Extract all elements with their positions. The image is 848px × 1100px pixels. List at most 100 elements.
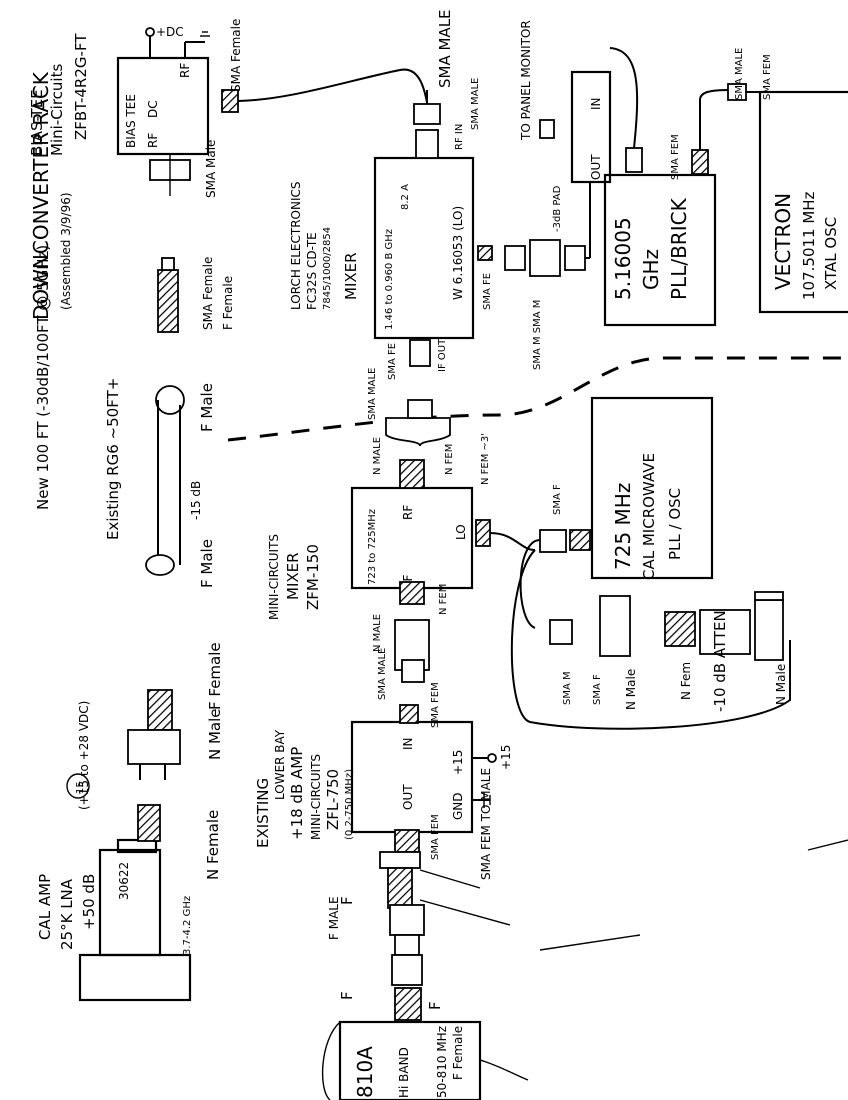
bias-tee-dc-term: +DC xyxy=(156,25,184,39)
cal-osc: 725 MHz CAL MICROWAVE PLL / OSC SMA F xyxy=(510,396,791,730)
bottom-f-male: F MALE xyxy=(327,896,341,940)
zfl-in: IN xyxy=(401,737,415,750)
adapter-note-text: SMA FEM TO MALE xyxy=(479,768,493,880)
zfm-mixer: MINI-CIRCUITS MIXER ZFM-150 723 to 725MH… xyxy=(267,368,536,620)
zfl-out: OUT xyxy=(401,784,415,810)
zfl-sma-fem2: SMA FEM xyxy=(430,814,441,860)
receiver-f-female: F Female xyxy=(451,1026,465,1080)
zfl-existing: EXISTING xyxy=(254,778,272,848)
lorch-maker: LORCH ELECTRONICS xyxy=(289,181,303,310)
header: DOWNCONVERTER RACK (Assembled 3/9/96) xyxy=(29,71,73,320)
zfm-n-fem2: N FEM xyxy=(438,584,449,615)
pll-brick-freq: 5.16005 xyxy=(611,217,635,300)
zfl-gnd: GND xyxy=(451,792,465,820)
bias-tee-port-rf: RF xyxy=(146,133,160,148)
zfl-model: ZFL-750 xyxy=(324,769,342,830)
adapter-note: SMA FEM TO MALE xyxy=(379,768,641,951)
pll-brick-box xyxy=(603,173,717,327)
bias-tee: BIAS TEE RF DC RF +DC SMA Female SMA Mal… xyxy=(28,19,429,198)
zfl-range: (0.2-750 MHz) xyxy=(344,769,355,840)
cal-osc-sma-f: SMA F xyxy=(552,484,563,515)
lna-type: 25°K LNA xyxy=(58,878,76,950)
f-female-sma-label: SMA Female xyxy=(201,257,215,330)
vectron-box xyxy=(758,90,848,314)
vectron-name: VECTRON xyxy=(771,193,795,290)
bias-tee-port-rf2: RF xyxy=(178,63,192,78)
zfm-n-fem: N FEM xyxy=(444,444,455,475)
n-adapter xyxy=(599,595,631,657)
f-female-connector: SMA Female F Female xyxy=(157,257,235,333)
cable-existing: Existing RG6 ~50FT+ xyxy=(104,378,122,540)
dc-terminal xyxy=(145,27,155,37)
bias-tee-box-label: BIAS TEE xyxy=(124,94,138,148)
lna-body xyxy=(98,848,162,957)
lorch-type: MIXER xyxy=(342,252,360,300)
zfl-gain: +18 dB AMP xyxy=(288,747,306,840)
panel-note: TO PANEL MONITOR xyxy=(519,20,533,141)
f-female-body xyxy=(157,269,179,333)
sma-conn xyxy=(221,89,239,113)
zfm-if-port: IF xyxy=(401,574,415,585)
zfm-lo-port: LO xyxy=(454,524,468,540)
vectron-type: XTAL OSC xyxy=(822,217,840,290)
n-male-label: N Male xyxy=(206,708,224,760)
lorch-rf-range: 8.2 A xyxy=(400,184,411,210)
zfl-sma-fem: SMA FEM xyxy=(430,682,441,728)
zfl-supply: +15 xyxy=(499,745,513,770)
if-out-conn xyxy=(409,339,431,367)
zfm-type: MIXER xyxy=(284,552,302,600)
bias-tee-port-dc: DC xyxy=(146,100,160,118)
cable-loss: -15 dB xyxy=(189,481,203,520)
atten-sma-m: SMA M xyxy=(562,671,573,705)
bias-tee-sma-male: SMA Male xyxy=(204,140,218,198)
zfm-n-fem3: N FEM ~3' xyxy=(480,433,491,485)
bias-tee-model: ZFBT-4R2G-FT xyxy=(72,33,90,140)
cal-osc-name: CAL MICROWAVE xyxy=(640,453,658,580)
f-female-label-mid: F Female xyxy=(206,642,224,710)
header-title: DOWNCONVERTER RACK xyxy=(29,71,53,320)
pll-in: IN xyxy=(589,97,603,110)
lorch-if-out: IF OUT xyxy=(437,338,448,372)
zfm-maker: MINI-CIRCUITS xyxy=(267,534,281,620)
bias-tee-maker: Mini-Circuits xyxy=(48,64,66,156)
receiver-model: 810A xyxy=(353,1046,377,1098)
bias-tee-sma-female: SMA Female xyxy=(229,19,243,92)
atten-body xyxy=(699,609,751,655)
zfm-n-male: N MALE xyxy=(372,437,383,475)
lorch-mixer: LORCH ELECTRONICS FC32S CD-TE 7845/1000/… xyxy=(289,9,493,380)
header-date: (Assembled 3/9/96) xyxy=(59,192,73,310)
lorch-part: 7845/1000/2854 xyxy=(322,227,333,310)
lna-range: 3.7-4.2 GHz xyxy=(182,896,193,955)
f-female-label: F Female xyxy=(221,276,235,330)
cal-osc-freq: 725 MHz xyxy=(611,483,635,570)
lna-name: CAL AMP xyxy=(36,874,54,940)
bottom-f2: F xyxy=(338,991,356,1000)
pad-conn: SMA M SMA M xyxy=(532,300,543,370)
atten-label: -10 dB ATTEN xyxy=(711,610,729,712)
cable-run: New 100 FT (-30dB/100FT @ 5GHz) Existing… xyxy=(34,245,216,588)
mid-sma-male: SMA MALE xyxy=(377,648,388,700)
pll-brick: 5.16005 GHz PLL/BRICK IN OUT TO PANEL MO… xyxy=(519,20,717,327)
lna-gain: +50 dB xyxy=(80,874,98,930)
pad-label: -3dB PAD xyxy=(552,185,563,232)
vectron-sma-male: SMA MALE xyxy=(734,48,745,100)
n-adapter-mid: N MALE SMA MALE xyxy=(372,614,430,700)
rack-boundary xyxy=(227,356,848,442)
lna-model: 30622 xyxy=(117,862,131,900)
zfm-rf-port: RF xyxy=(401,505,415,520)
pll-brick-units: GHz xyxy=(639,249,663,290)
vectron-sma-fem2: SMA FEM xyxy=(670,134,681,180)
zfl-plus15: +15 xyxy=(451,750,465,775)
cal-osc-box xyxy=(590,396,714,580)
lorch-lo-port: W 6.16053 (LO) xyxy=(451,206,465,300)
zfl-amp: SMA FEM IN OUT +15 GND +15 EXISTING LOWE… xyxy=(254,682,513,860)
receiver-box xyxy=(338,1020,482,1100)
lorch-if-range: 1.46 to 0.960 B GHz xyxy=(384,229,395,330)
lorch-sma-male-top: SMA MALE xyxy=(436,9,454,88)
bottom-f: F xyxy=(338,896,356,905)
cable-note: New 100 FT (-30dB/100FT @ 5GHz) xyxy=(34,245,52,510)
cable-f-male-bottom: F Male xyxy=(198,539,216,588)
zfm-if-range: 723 to 725MHz xyxy=(367,509,378,585)
atten-n-fem: N Fem xyxy=(679,662,693,700)
